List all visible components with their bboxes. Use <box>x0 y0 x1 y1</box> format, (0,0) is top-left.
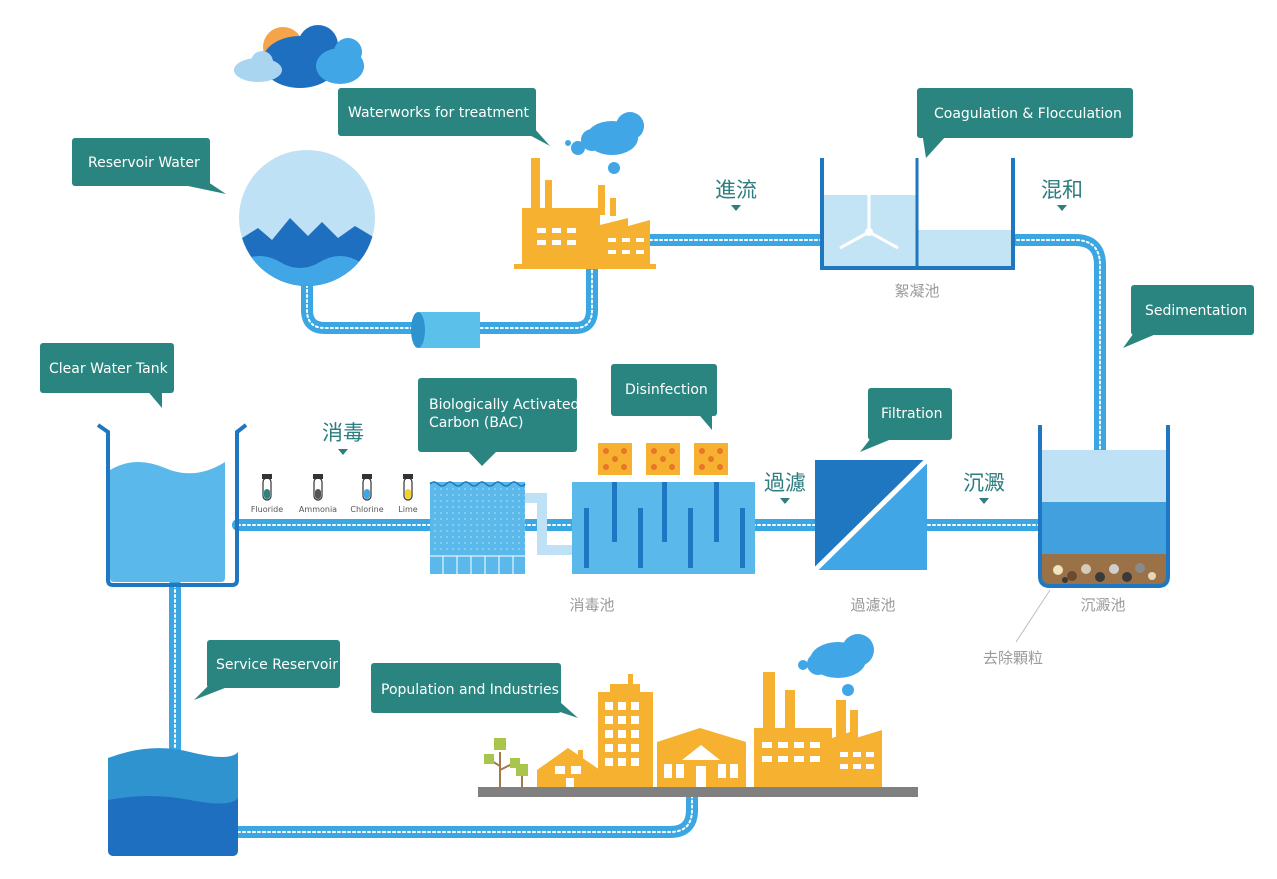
step-label-filter: 過濾 <box>764 471 806 504</box>
reservoir-water-icon <box>239 150 375 286</box>
filtration-unit <box>813 458 929 572</box>
step-label-inflow: 進流 <box>715 178 757 211</box>
bac-filter-unit <box>429 481 526 574</box>
label-remove-particles: 去除顆粒 <box>983 649 1043 667</box>
svg-text:Clear Water Tank: Clear Water Tank <box>49 361 169 377</box>
tank-label-disinfection: 消毒池 <box>569 596 614 614</box>
chem-label-fluoride: Fluoride <box>251 505 283 514</box>
waterworks-factory-icon <box>514 158 656 269</box>
city-smoke-cloud-icon <box>798 634 874 696</box>
smoke-cloud-icon <box>565 112 644 174</box>
svg-text:Biologically Activated: Biologically Activated <box>429 397 579 413</box>
step-label-mixing: 混和 <box>1041 178 1083 211</box>
arrow-down-icon <box>731 205 741 211</box>
arrow-down-icon <box>338 449 348 455</box>
svg-text:消毒: 消毒 <box>322 421 364 445</box>
svg-text:進流: 進流 <box>715 178 757 202</box>
bac-connector-pipe <box>524 493 572 555</box>
clear-water-tank <box>96 423 248 587</box>
sedimentation-tank <box>1038 425 1170 588</box>
svg-text:Population and Industries: Population and Industries <box>381 682 559 698</box>
tank-label-floc: 絮凝池 <box>894 282 939 300</box>
svg-text:過濾: 過濾 <box>764 471 806 495</box>
svg-text:Waterworks for treatment: Waterworks for treatment <box>348 105 529 121</box>
callout-reservoir-water: Reservoir Water <box>72 138 226 194</box>
mixer-icon <box>839 195 899 250</box>
chemical-vials: Fluoride Ammonia Chlorine Lime <box>251 474 418 514</box>
city-population-industries-icon <box>478 672 918 797</box>
leader-line <box>1015 589 1051 643</box>
arrow-down-icon <box>979 498 989 504</box>
callout-coagulation: Coagulation & Flocculation <box>917 88 1133 158</box>
svg-text:沉澱: 沉澱 <box>963 471 1005 495</box>
cloud-sun-icon <box>234 25 364 88</box>
tank-label-filter: 過濾池 <box>850 596 895 614</box>
coagulation-tank <box>820 158 1015 270</box>
tank-label-sedimentation: 沉澱池 <box>1080 596 1125 614</box>
callout-population: Population and Industries <box>371 663 578 718</box>
svg-text:Coagulation & Flocculation: Coagulation & Flocculation <box>934 106 1122 122</box>
pipe-connector <box>411 312 480 348</box>
fluoride-vial-icon <box>262 474 272 501</box>
callout-clear-water-tank: Clear Water Tank <box>40 343 174 408</box>
chem-label-lime: Lime <box>398 505 417 514</box>
svg-text:Carbon (BAC): Carbon (BAC) <box>429 415 524 431</box>
disinfection-tank <box>572 443 755 574</box>
ammonia-vial-icon <box>313 474 323 501</box>
svg-text:Reservoir Water: Reservoir Water <box>88 155 200 171</box>
callout-bac: Biologically Activated Carbon (BAC) <box>418 378 579 466</box>
callout-filtration: Filtration <box>860 388 952 452</box>
svg-text:Sedimentation: Sedimentation <box>1145 303 1247 319</box>
service-reservoir-tank <box>108 748 238 856</box>
callout-service-reservoir: Service Reservoir <box>194 640 340 700</box>
chem-label-chlorine: Chlorine <box>350 505 383 514</box>
lime-vial-icon <box>403 474 413 501</box>
step-label-settle: 沉澱 <box>963 471 1005 504</box>
chem-label-ammonia: Ammonia <box>299 505 337 514</box>
callout-waterworks: Waterworks for treatment <box>338 88 550 146</box>
arrow-down-icon <box>1057 205 1067 211</box>
step-label-disinfect: 消毒 <box>322 421 364 455</box>
chlorine-vial-icon <box>362 474 372 501</box>
sediment-particles <box>1053 563 1156 583</box>
tree-icon <box>484 738 528 787</box>
disinfectant-box-icons <box>598 443 728 475</box>
callout-disinfection: Disinfection <box>611 364 717 430</box>
svg-text:混和: 混和 <box>1041 178 1083 202</box>
callout-sedimentation: Sedimentation <box>1123 285 1254 348</box>
svg-text:Service Reservoir: Service Reservoir <box>216 657 338 673</box>
svg-text:Filtration: Filtration <box>881 406 942 422</box>
arrow-down-icon <box>780 498 790 504</box>
svg-text:Disinfection: Disinfection <box>625 382 708 398</box>
